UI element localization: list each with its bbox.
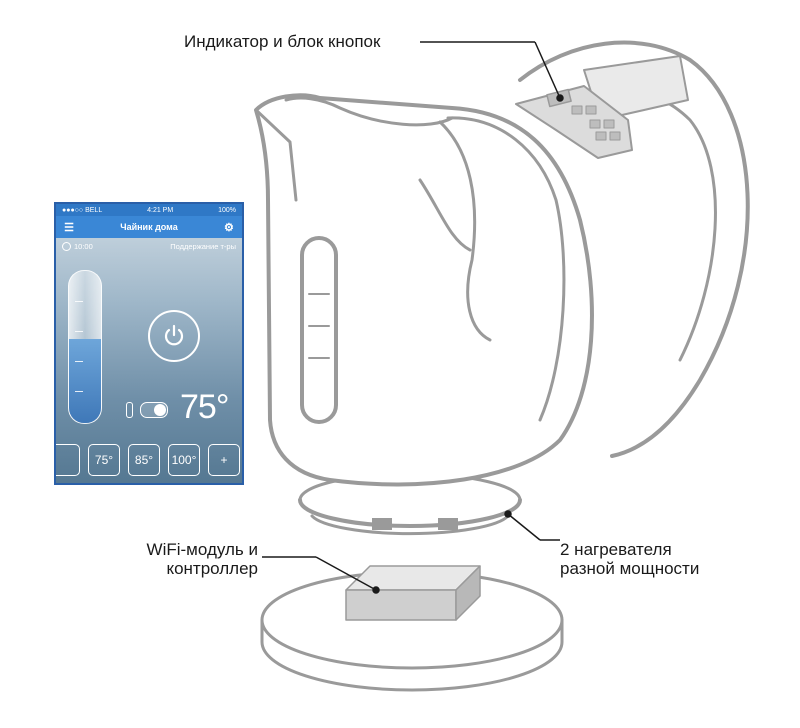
callout-wifi-line1: WiFi-модуль и [146, 540, 258, 559]
callout-indicator: Индикатор и блок кнопок [184, 32, 381, 51]
water-level-tank [68, 270, 102, 424]
water-level-fill [69, 339, 101, 423]
kettle-body [254, 93, 594, 487]
gear-icon[interactable]: ⚙ [224, 221, 234, 234]
hamburger-icon[interactable]: ☰ [64, 221, 74, 234]
power-button[interactable] [148, 310, 200, 362]
add-preset-button[interactable]: + [208, 444, 240, 476]
button-panel [515, 85, 633, 159]
preset-button[interactable]: 75° [88, 444, 120, 476]
thermometer-icon [126, 402, 133, 418]
keep-warm-toggle[interactable] [140, 402, 168, 418]
app-header: ☰ Чайник дома ⚙ [56, 216, 242, 238]
phone-app-screenshot: ●●●○○ BELL 4:21 PM 100% ☰ Чайник дома ⚙ … [54, 202, 244, 485]
preset-button[interactable] [56, 444, 80, 476]
water-window [300, 236, 338, 424]
tank-mark [75, 331, 83, 332]
kettle-handle [518, 40, 750, 458]
wifi-module-box [345, 565, 481, 621]
status-bar: ●●●○○ BELL 4:21 PM 100% [56, 204, 242, 216]
timer-value: 10:00 [74, 242, 93, 251]
tank-mark [75, 301, 83, 302]
battery-label: 100% [218, 206, 236, 214]
callout-heaters: 2 нагревателя разной мощности [560, 540, 699, 578]
callout-wifi-line2: контроллер [166, 559, 258, 578]
clock-icon [62, 242, 71, 251]
temperature-presets: 75° 85° 100° + [56, 444, 240, 476]
timer[interactable]: 10:00 [62, 242, 93, 251]
info-row: 10:00 Поддержание т-ры [56, 238, 242, 255]
temperature-display: 75° [180, 388, 229, 426]
callout-heaters-line1: 2 нагревателя [560, 540, 672, 559]
callout-heaters-line2: разной мощности [560, 559, 700, 578]
toggle-knob [154, 404, 166, 416]
carrier-label: ●●●○○ BELL [62, 206, 103, 214]
tank-mark [75, 391, 83, 392]
app-title: Чайник дома [120, 222, 178, 232]
status-time: 4:21 PM [147, 206, 174, 214]
mode-label: Поддержание т-ры [170, 242, 236, 251]
power-icon [164, 324, 184, 346]
preset-button[interactable]: 85° [128, 444, 160, 476]
callout-wifi: WiFi-модуль и контроллер [120, 540, 258, 578]
leader-lines [262, 41, 564, 594]
preset-button[interactable]: 100° [168, 444, 200, 476]
tank-mark [75, 361, 83, 362]
